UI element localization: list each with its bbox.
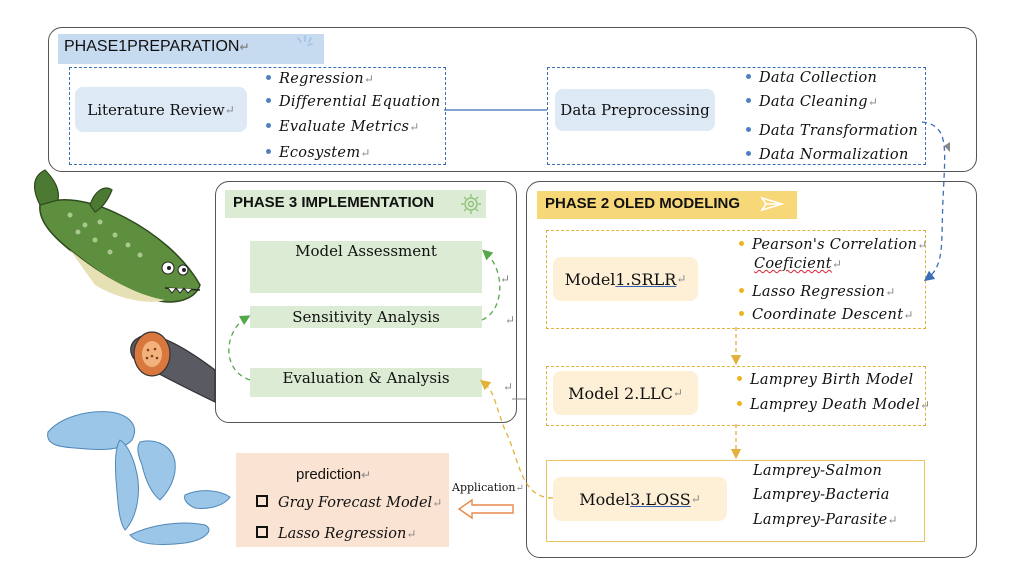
flow-arrow-green <box>481 249 501 321</box>
model1-item: Coordinate Descent↵ <box>739 307 914 323</box>
model3-item: Lamprey-Bacteria <box>753 487 890 503</box>
application-arrow <box>457 498 514 520</box>
data-preprocessing-box: Data Preprocessing <box>555 89 715 131</box>
evaluation-analysis-box: Evaluation & Analysis <box>250 368 482 397</box>
literature-item: Evaluate Metrics↵ <box>266 119 420 135</box>
sensitivity-analysis-box: Sensitivity Analysis <box>250 306 482 328</box>
application-label: Application↵ <box>452 481 524 494</box>
prediction-item: Gray Forecast Model↵ <box>256 495 442 511</box>
model1-item: Lasso Regression↵ <box>739 284 896 300</box>
model-assessment-label: Model Assessment <box>295 242 437 260</box>
flow-arrow-yellow <box>479 379 554 499</box>
model2-label: Model 2.LLC <box>568 383 673 403</box>
phase2-container <box>526 181 977 558</box>
data-item: Data Cleaning↵ <box>746 94 878 110</box>
model2-box: Model 2.LLC↵ <box>553 371 698 415</box>
phase1-title: PHASE1PREPARATION↵ <box>58 34 324 64</box>
literature-review-box: Literature Review↵ <box>75 87 247 132</box>
sensitivity-analysis-label: Sensitivity Analysis <box>292 308 440 326</box>
model3-item: Lamprey-Parasite↵ <box>753 512 898 528</box>
phase1-container <box>48 27 977 172</box>
model-assessment-box: Model Assessment <box>250 241 482 293</box>
great-lakes-map <box>47 411 231 545</box>
flow-arrow-blue <box>921 121 946 282</box>
model2-item: Lamprey Death Model↵ <box>737 397 930 413</box>
model3-label: Model <box>579 489 631 509</box>
model1-label: Model <box>564 269 616 289</box>
phase3-title: PHASE 3 IMPLEMENTATION <box>225 190 486 218</box>
model3-number: 3.LOSS <box>630 489 691 509</box>
prediction-box <box>236 453 449 547</box>
prediction-title: prediction↵ <box>296 466 372 483</box>
data-item: Data Normalization <box>746 147 909 163</box>
checkbox-icon <box>256 495 268 507</box>
phase2-title-text: PHASE 2 OLED MODELING <box>545 195 741 212</box>
lamprey-illustration <box>130 331 216 403</box>
literature-item: Ecosystem↵ <box>266 145 371 161</box>
literature-group <box>69 67 446 165</box>
model2-item: Lamprey Birth Model <box>737 372 913 388</box>
phase2-title: PHASE 2 OLED MODELING <box>537 191 797 219</box>
data-preprocessing-label: Data Preprocessing <box>560 101 710 119</box>
model3-group <box>546 460 925 542</box>
model3-item: Lamprey-Salmon <box>753 463 883 479</box>
model1-box: Model 1.SRLR↵ <box>553 257 698 301</box>
data-item: Data Transformation <box>746 123 918 139</box>
checkbox-icon <box>256 526 268 538</box>
data-preprocessing-group <box>547 67 926 165</box>
model3-box: Model 3.LOSS↵ <box>553 477 727 521</box>
literature-review-label: Literature Review <box>87 100 225 119</box>
salmon-illustration <box>33 169 201 303</box>
phase3-title-text: PHASE 3 IMPLEMENTATION <box>233 194 435 211</box>
phase1-title-text: PHASE1PREPARATION <box>64 38 240 55</box>
literature-item: Regression↵ <box>266 71 374 87</box>
phase3-container <box>215 181 517 423</box>
model1-item-continued: Coeficient↵ <box>754 256 843 272</box>
literature-item: Differential Equation <box>266 94 440 110</box>
evaluation-analysis-label: Evaluation & Analysis <box>282 369 450 387</box>
model1-item: Pearson's Correlation↵ <box>739 237 928 253</box>
prediction-item: Lasso Regression↵ <box>256 526 416 542</box>
model1-number: 1.SRLR <box>615 269 677 289</box>
data-item: Data Collection <box>746 70 877 86</box>
flow-arrow-green <box>228 315 251 381</box>
